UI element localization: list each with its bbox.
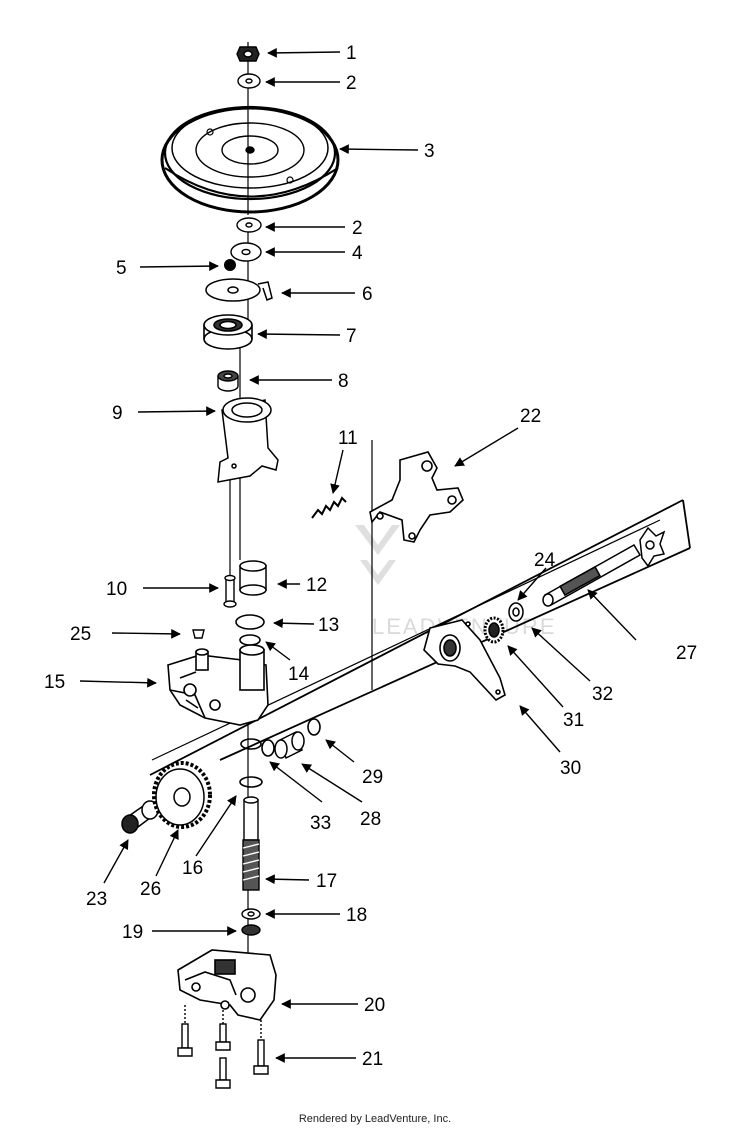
part-7-bearing bbox=[203, 314, 253, 350]
part-10-pin bbox=[223, 574, 237, 608]
callout-16: 16 bbox=[182, 858, 203, 879]
part-29-ring bbox=[307, 718, 321, 736]
callout-19: 19 bbox=[122, 922, 143, 943]
callout-27: 27 bbox=[676, 643, 697, 664]
callout-12: 12 bbox=[306, 575, 327, 596]
part-2-washer-top bbox=[237, 73, 261, 89]
part-19-bearing bbox=[241, 924, 261, 936]
part-13-ring bbox=[235, 614, 265, 630]
part-32-washer bbox=[508, 602, 524, 622]
callout-22: 22 bbox=[520, 406, 541, 427]
callout-15: 15 bbox=[44, 672, 65, 693]
part-23-bushing bbox=[121, 800, 159, 834]
part-2-washer-lower bbox=[236, 217, 262, 233]
callout-11: 11 bbox=[338, 428, 358, 449]
callout-6: 6 bbox=[362, 284, 373, 305]
part-9-shift-bracket bbox=[217, 397, 279, 483]
part-21-bolts bbox=[177, 1005, 269, 1089]
part-12-collar bbox=[239, 560, 267, 596]
part-5-ball bbox=[224, 259, 236, 271]
callout-26: 26 bbox=[140, 879, 161, 900]
part-11-spring bbox=[311, 496, 347, 519]
part-17-worm-shaft bbox=[242, 796, 260, 891]
part-14-ring bbox=[239, 634, 261, 646]
callout-2: 2 bbox=[352, 218, 363, 239]
leader-lines bbox=[79, 47, 637, 1063]
callout-13: 13 bbox=[318, 615, 339, 636]
part-4-washer bbox=[230, 242, 262, 262]
callout-8: 8 bbox=[338, 371, 349, 392]
callout-31: 31 bbox=[563, 710, 584, 731]
part-16-washer bbox=[239, 776, 263, 788]
callout-20: 20 bbox=[364, 995, 385, 1016]
part-33-ring-right bbox=[261, 739, 275, 757]
part-6-bracket-plate bbox=[205, 278, 273, 302]
callout-5: 5 bbox=[116, 258, 127, 279]
callout-labels: 1 2 3 2 4 5 6 7 8 9 11 22 10 12 13 14 25… bbox=[44, 43, 697, 1070]
part-22-bracket bbox=[369, 451, 464, 543]
callout-9: 9 bbox=[112, 403, 123, 424]
part-20-lower-housing bbox=[177, 949, 277, 1021]
callout-1: 1 bbox=[346, 43, 357, 64]
part-8-bushing bbox=[217, 370, 239, 392]
callout-7: 7 bbox=[346, 326, 357, 347]
callout-2: 2 bbox=[346, 73, 357, 94]
callout-33: 33 bbox=[310, 813, 331, 834]
part-26-gear bbox=[152, 761, 212, 829]
callout-25: 25 bbox=[70, 624, 91, 645]
callout-17: 17 bbox=[316, 871, 337, 892]
footer-credit: Rendered by LeadVenture, Inc. bbox=[298, 1113, 452, 1125]
part-30-plate bbox=[423, 619, 506, 702]
callout-24: 24 bbox=[534, 550, 556, 571]
callout-32: 32 bbox=[592, 684, 613, 705]
part-1-nut bbox=[236, 46, 260, 62]
callout-3: 3 bbox=[424, 141, 435, 162]
part-31-gear bbox=[483, 616, 505, 644]
part-27-shaft bbox=[542, 526, 666, 607]
part-18-washer bbox=[241, 908, 261, 920]
callout-23: 23 bbox=[86, 889, 107, 910]
part-33-ring bbox=[240, 738, 262, 750]
part-15-housing bbox=[167, 644, 269, 726]
part-28-collar bbox=[274, 730, 305, 760]
part-25-plug bbox=[192, 629, 205, 639]
callout-29: 29 bbox=[362, 767, 383, 788]
callout-4: 4 bbox=[352, 243, 363, 264]
callout-21: 21 bbox=[362, 1049, 383, 1070]
callout-14: 14 bbox=[288, 664, 310, 685]
part-3-pulley bbox=[160, 105, 340, 214]
callout-10: 10 bbox=[106, 579, 127, 600]
callout-28: 28 bbox=[360, 809, 381, 830]
callout-30: 30 bbox=[560, 758, 581, 779]
callout-18: 18 bbox=[346, 905, 367, 926]
